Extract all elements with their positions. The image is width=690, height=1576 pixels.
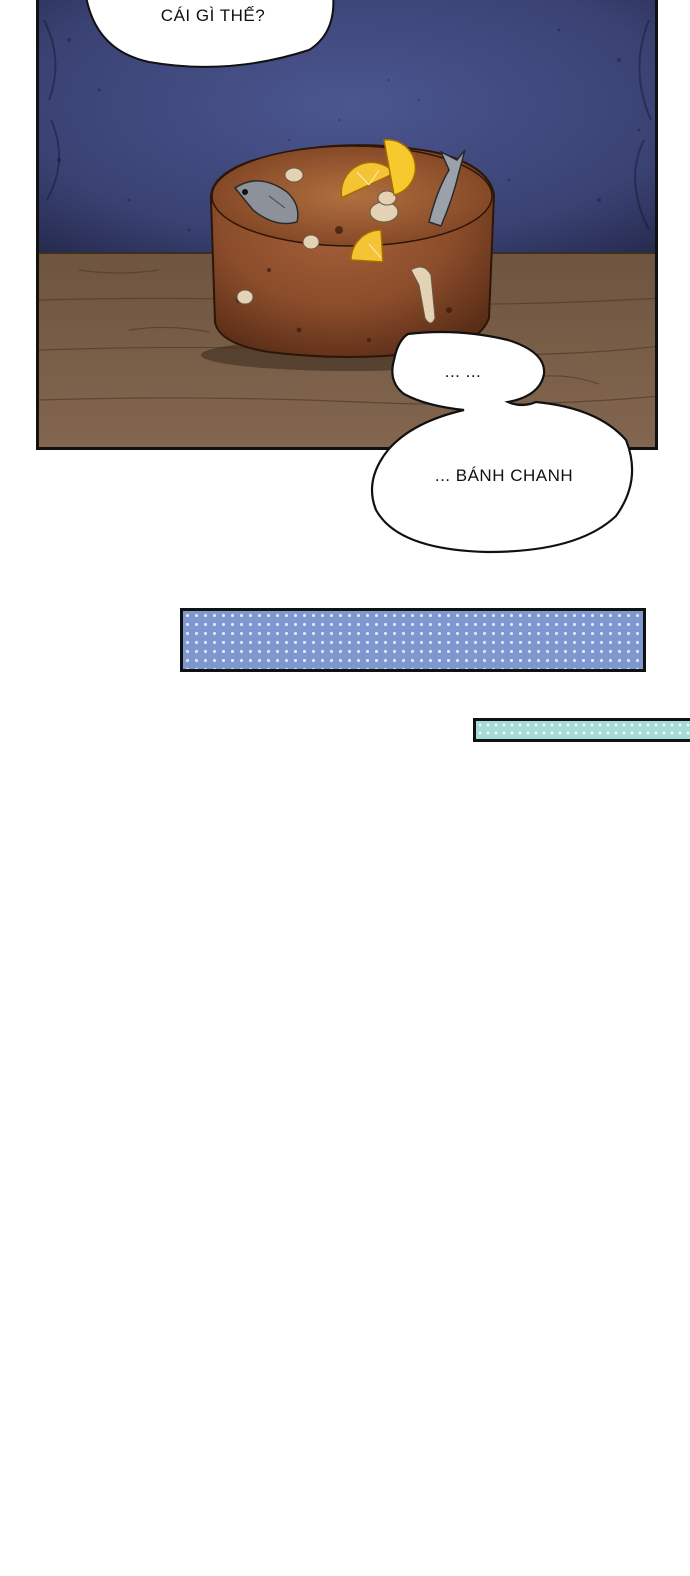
decorative-strip-blue [180, 608, 646, 672]
bubble-2-text: ... ... [444, 362, 482, 381]
bubble-3-text: ... BÁNH CHANH [434, 466, 574, 485]
speech-bubble-2-3 [370, 330, 634, 554]
speech-bubble-1 [85, 0, 335, 68]
decorative-strip-teal [473, 718, 690, 742]
comic-panel-cake: CÁI GÌ THẾ? [36, 0, 658, 450]
bubble-1-text: CÁI GÌ THẾ? [160, 6, 266, 25]
